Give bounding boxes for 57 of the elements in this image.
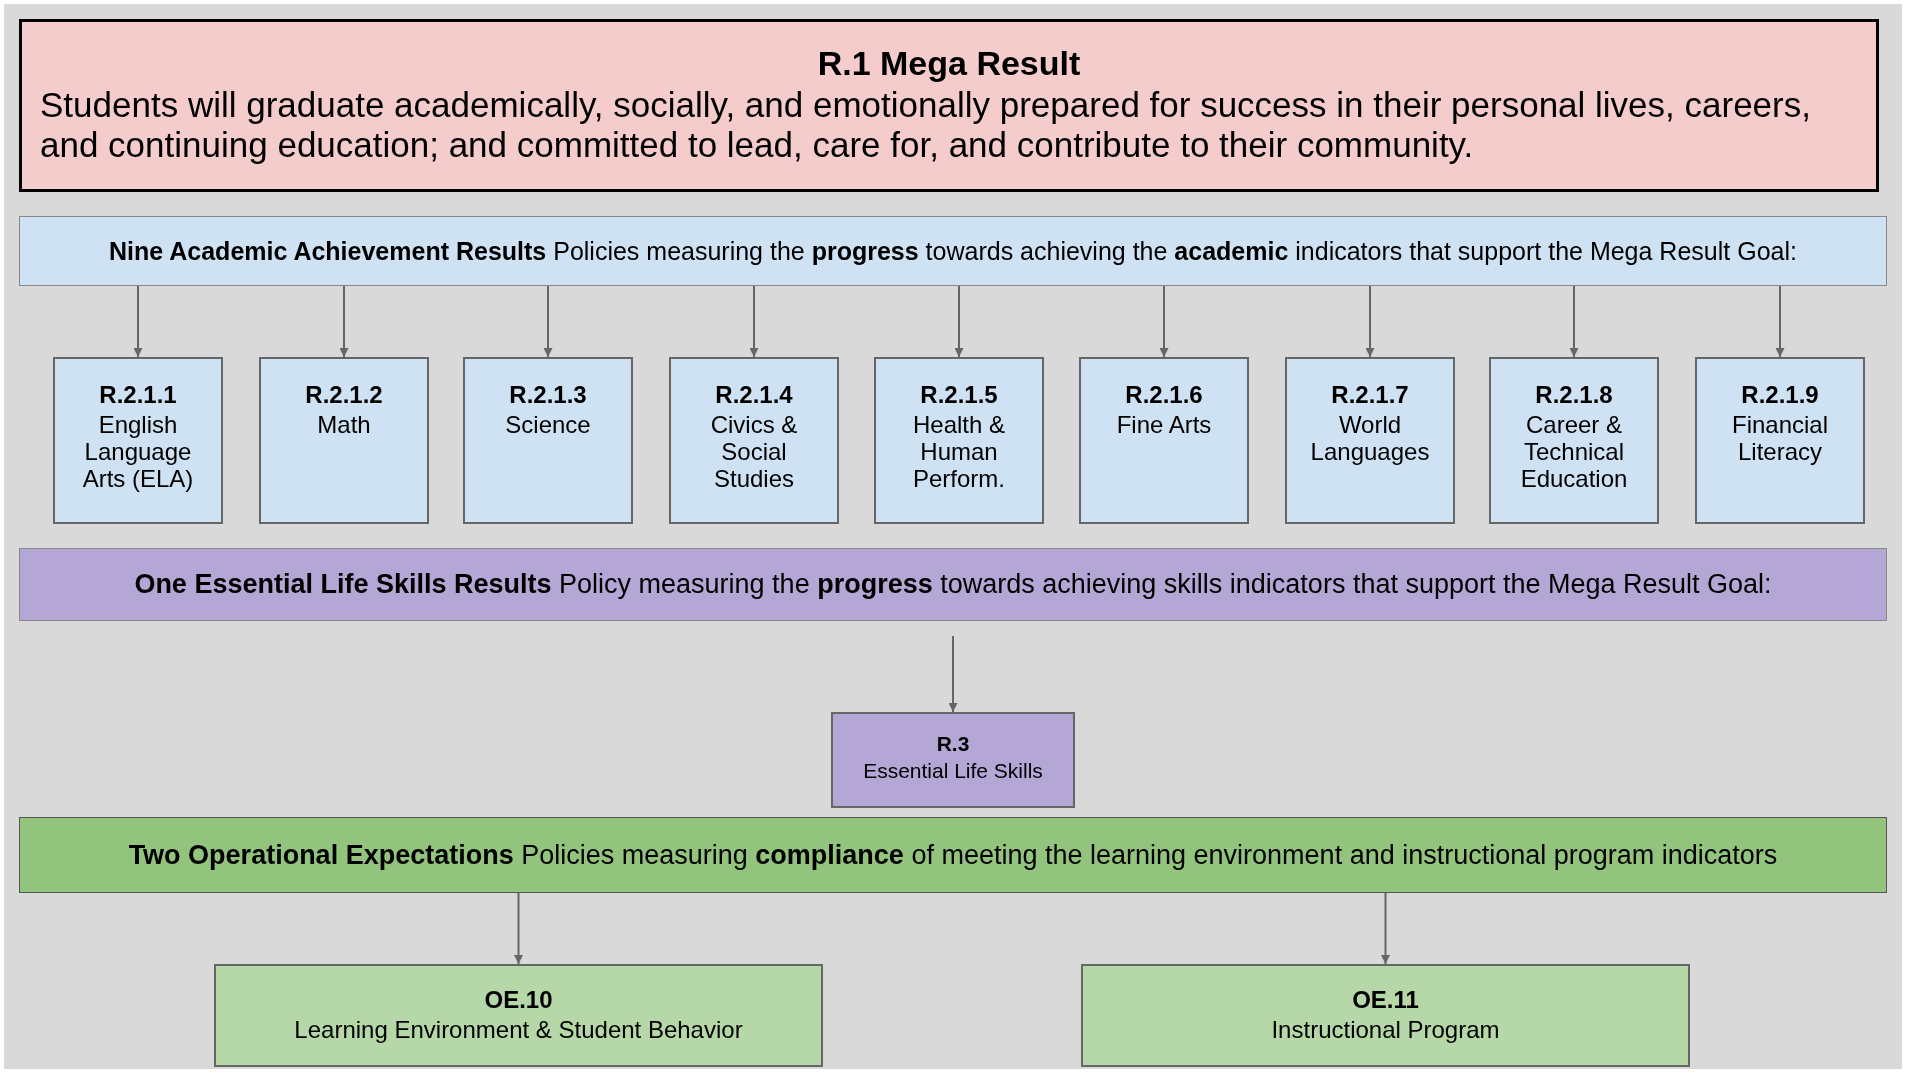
- arrow: [948, 635, 958, 713]
- label: Civics & Social Studies: [709, 411, 799, 493]
- heading: R.2.1.8: [1535, 381, 1613, 409]
- label: Instructional Program: [1271, 1016, 1500, 1044]
- label: Financial Literacy: [1730, 411, 1829, 466]
- label: Career & Technical Education: [1519, 411, 1629, 493]
- result-box: [1079, 357, 1249, 524]
- arrow: [339, 285, 349, 358]
- result-box: [259, 357, 429, 524]
- heading: R.2.1.7: [1331, 381, 1409, 409]
- result-box: [1081, 964, 1690, 1067]
- arrow: [1381, 892, 1390, 965]
- category-band: [19, 817, 1887, 893]
- result-box: [463, 357, 633, 524]
- heading: R.2.1.4: [715, 381, 793, 409]
- heading: OE.11: [1352, 986, 1419, 1014]
- heading: R.2.1.6: [1125, 381, 1203, 409]
- heading: R.2.1.9: [1741, 381, 1819, 409]
- label: Two Operational Expectations Policies measuring compliance of meeting the learning environment and instructional program indicators: [128, 839, 1778, 871]
- arrow: [954, 285, 964, 358]
- arrow: [543, 285, 553, 358]
- label: English Language Arts (ELA): [81, 411, 195, 493]
- arrow: [749, 285, 759, 358]
- category-band: [19, 216, 1887, 286]
- label: One Essential Life Skills Results Policy measuring the progress towards achieving skills indicators that support the Mega Result Goal:: [134, 569, 1772, 600]
- label: Learning Environment & Student Behavior: [294, 1016, 743, 1044]
- label: Fine Arts: [1116, 411, 1212, 439]
- description: Students will graduate academically, socially, and emotionally prepared for success in their personal lives, careers, and continuing education; and committed to lead, care for, and contribute to their community.: [40, 85, 1812, 165]
- result-box: [1285, 357, 1455, 524]
- heading: R.2.1.1: [99, 381, 177, 409]
- result-box: [1489, 357, 1659, 524]
- label: World Languages: [1309, 411, 1431, 466]
- result-box: [1695, 357, 1865, 524]
- heading: R.2.1.3: [509, 381, 587, 409]
- label: Science: [505, 411, 591, 439]
- arrow: [1159, 285, 1169, 358]
- heading: OE.10: [484, 986, 553, 1014]
- result-box: [669, 357, 839, 524]
- result-box: [53, 357, 223, 524]
- arrow: [1569, 285, 1579, 358]
- heading: R.2.1.2: [305, 381, 383, 409]
- heading: R.1 Mega Result: [817, 44, 1081, 83]
- category-band: [19, 548, 1887, 621]
- heading: R.2.1.5: [920, 381, 998, 409]
- result-box: [214, 964, 823, 1067]
- goal-box: [19, 19, 1879, 192]
- label: Nine Academic Achievement Results Policies measuring the progress towards achieving the academic indicators that support the Mega Result Goal:: [109, 236, 1797, 266]
- result-box: [831, 712, 1075, 808]
- label: Health & Human Perform.: [911, 411, 1007, 493]
- arrow: [1365, 285, 1375, 358]
- arrow: [133, 285, 143, 358]
- result-box: [874, 357, 1044, 524]
- label: Math: [317, 411, 371, 439]
- heading: R.3: [936, 732, 970, 756]
- label: Essential Life Skills: [863, 758, 1043, 783]
- arrow: [514, 892, 523, 965]
- arrow: [1775, 285, 1785, 358]
